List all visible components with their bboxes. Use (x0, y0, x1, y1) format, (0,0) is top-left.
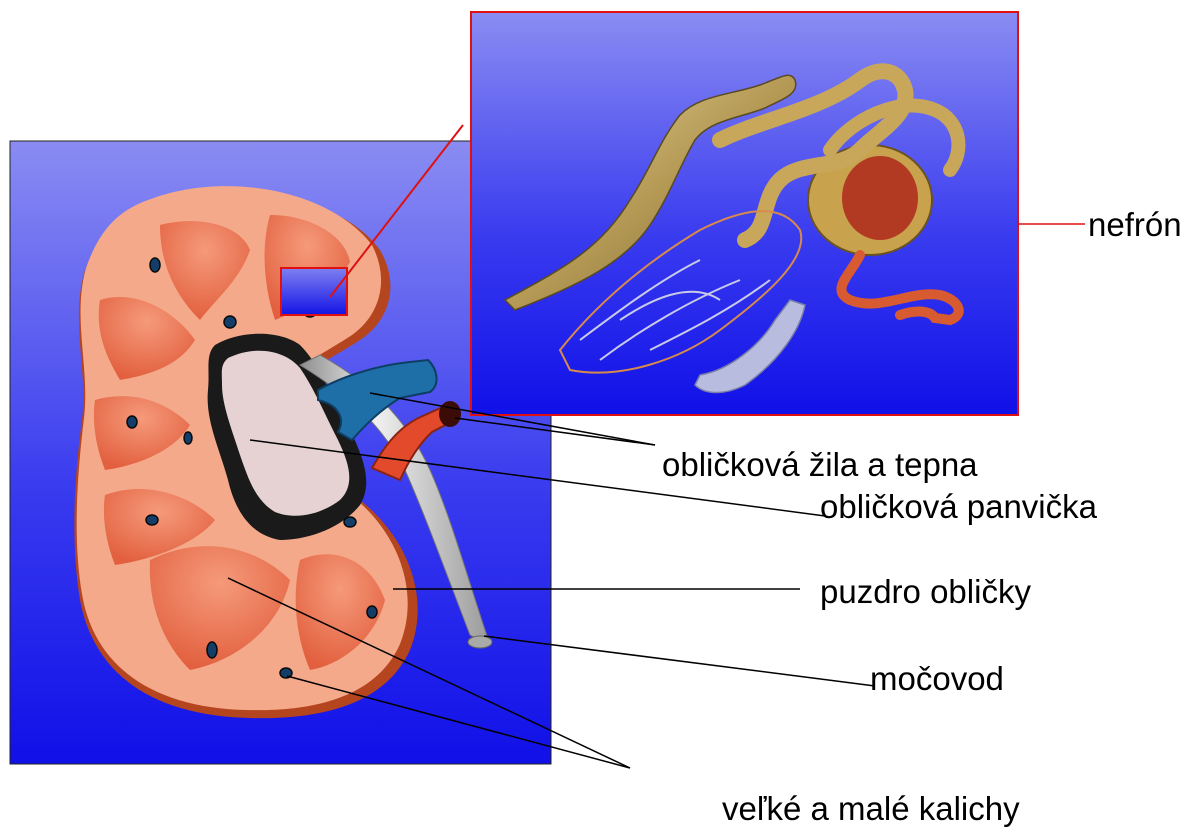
label-ureter: močovod (870, 662, 1004, 695)
ureter-end (468, 636, 492, 648)
label-renal-pelvis: obličková panvička (820, 490, 1097, 523)
nephron-highlight-box (281, 268, 347, 315)
label-nephron: nefrón (1088, 208, 1182, 241)
label-calyces: veľké a malé kalichy (722, 792, 1020, 825)
label-renal-capsule: puzdro obličky (820, 575, 1031, 608)
renal-artery-end (439, 401, 461, 427)
label-renal-vein-artery: obličková žila a tepna (662, 448, 978, 481)
